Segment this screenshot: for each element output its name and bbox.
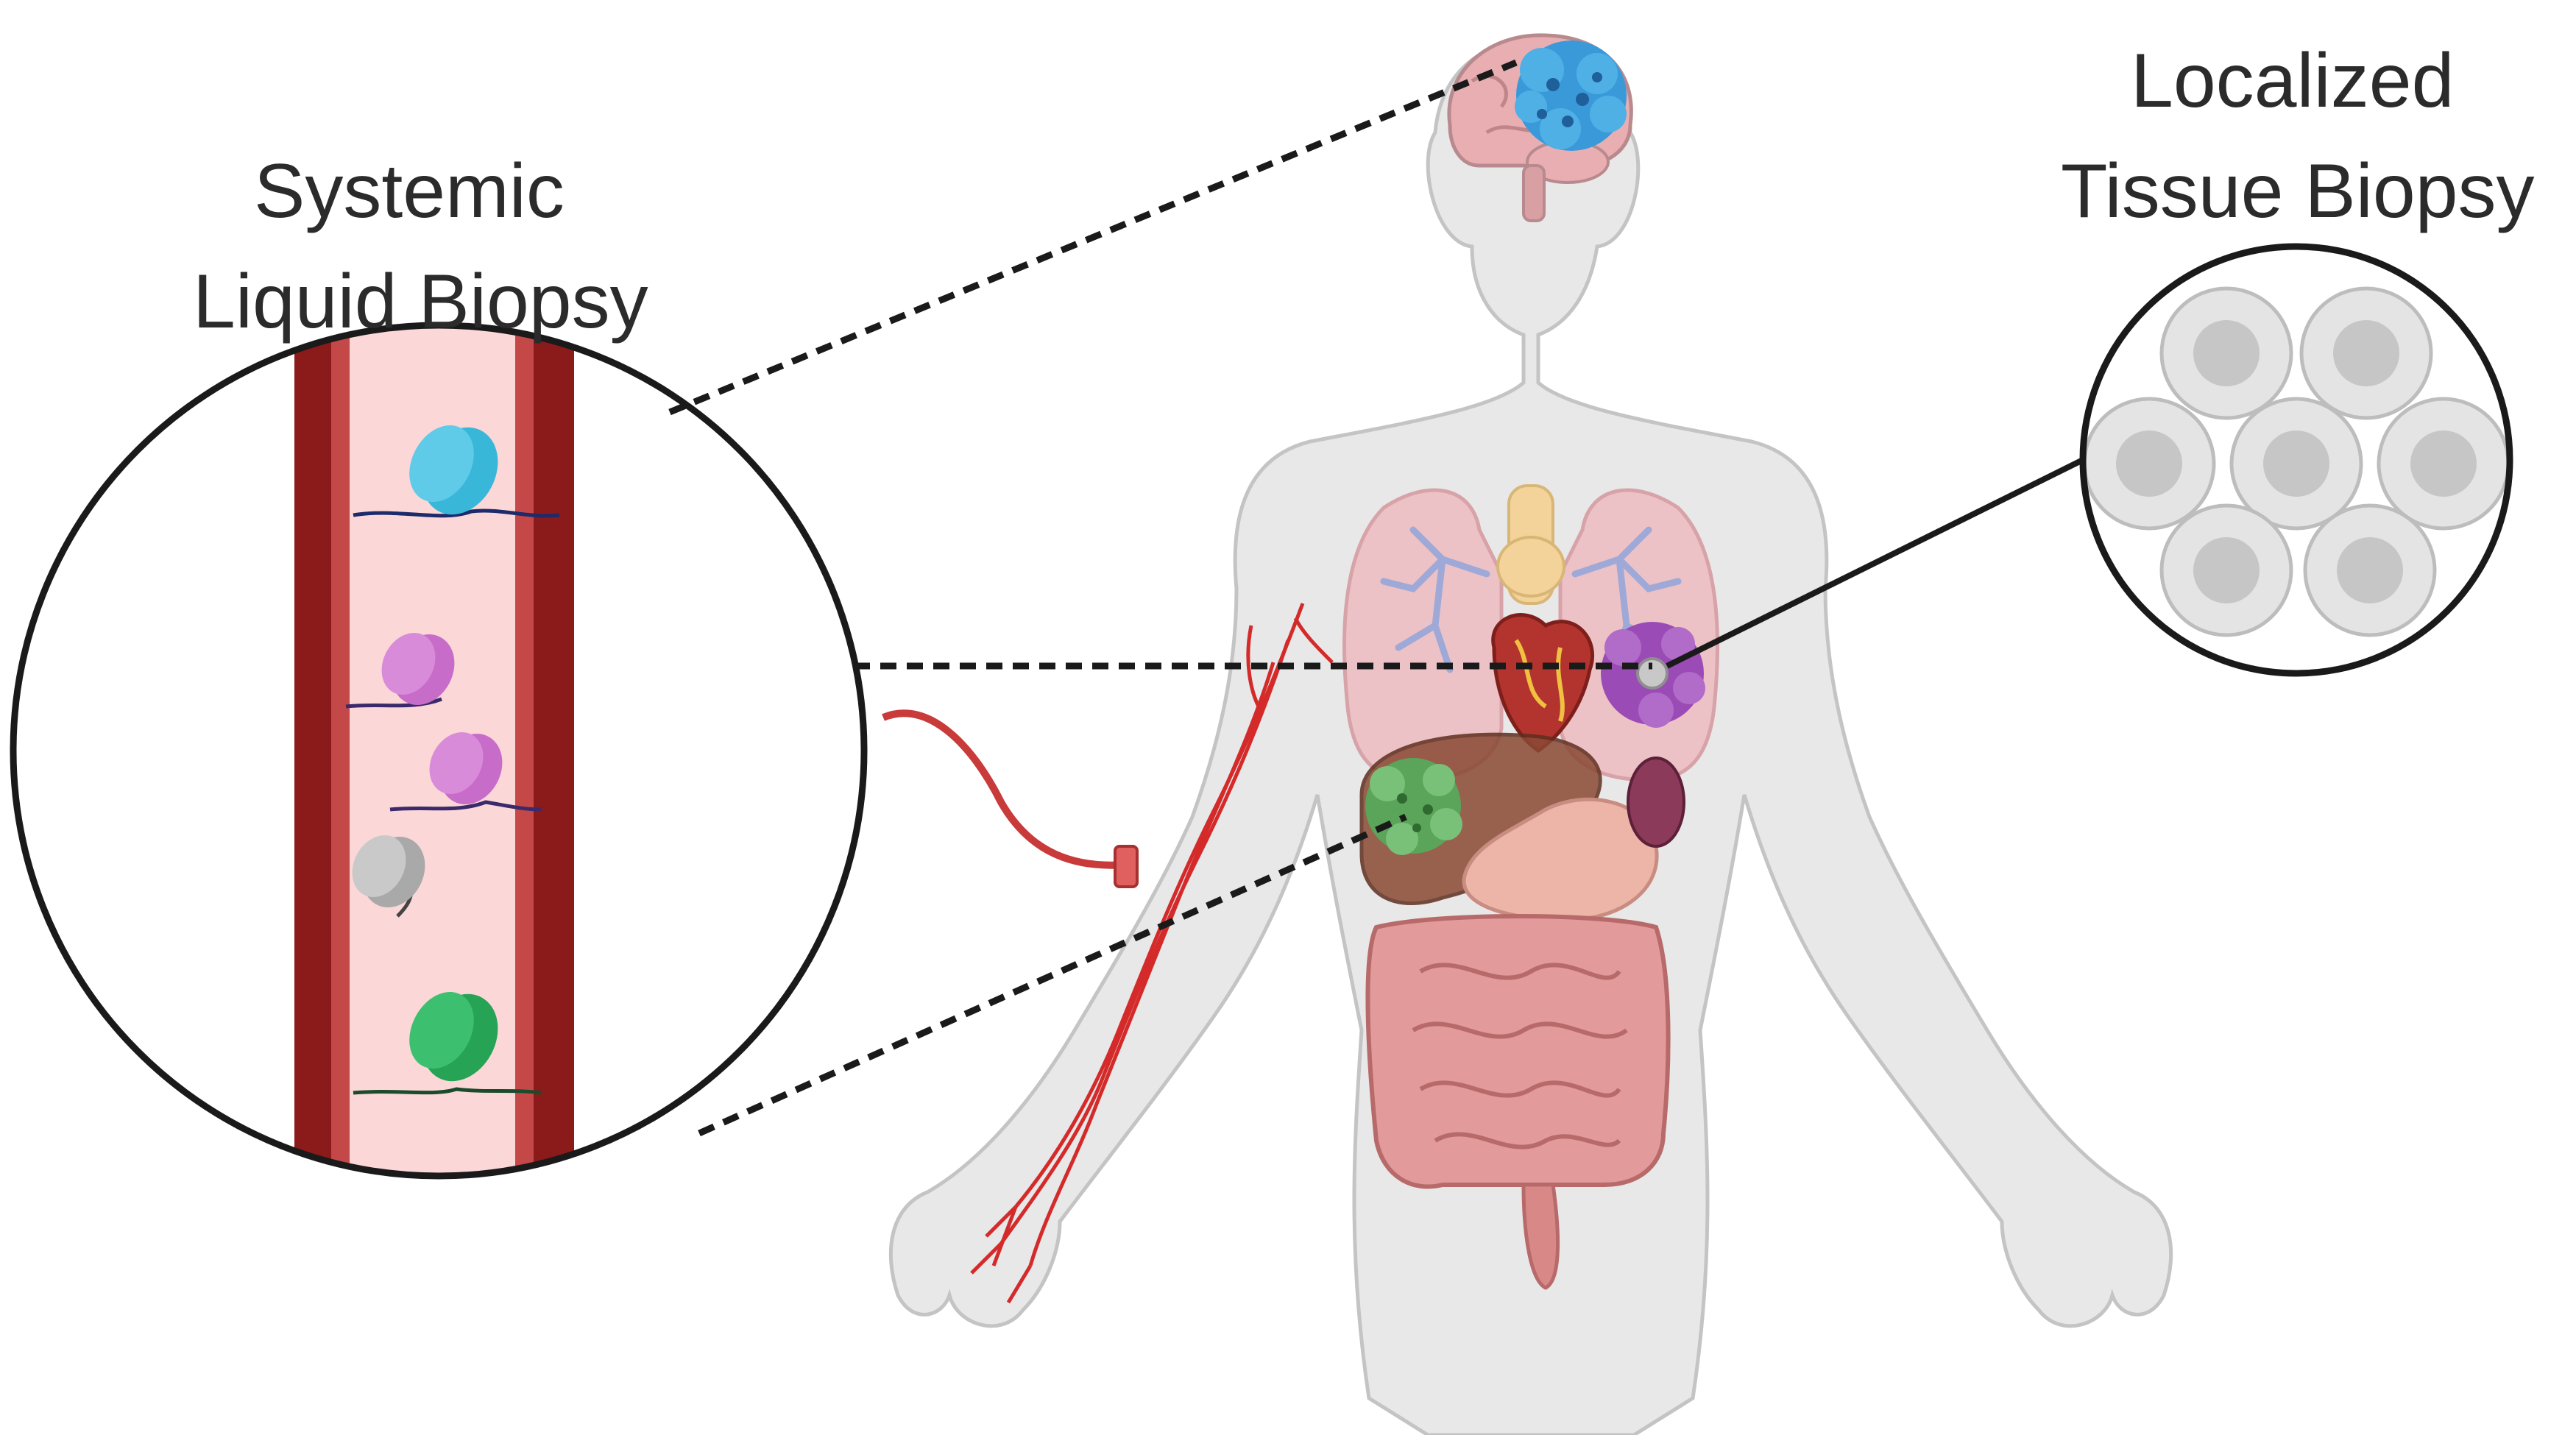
cell-icon: [2377, 397, 2510, 531]
liquid-biopsy-inset: [10, 322, 868, 1180]
brain-to-liquid-dash: [668, 59, 1518, 416]
nucleosome-icon: [353, 991, 542, 1095]
nucleosome-icon: [345, 632, 455, 709]
blood-draw-tube: [882, 709, 1139, 888]
cell-icon: [2083, 397, 2216, 531]
arm-blood-vessels: [970, 603, 1334, 1304]
systemic-label-line1: Systemic: [254, 149, 565, 234]
localized-label-line2: Tissue Biopsy: [2061, 149, 2535, 234]
trachea: [1496, 484, 1565, 605]
nucleosome-icon: [389, 731, 542, 812]
systemic-label-line2: Liquid Biopsy: [193, 259, 648, 344]
localized-label-line1: Localized: [2131, 38, 2455, 124]
tissue-biopsy-inset: [2079, 243, 2513, 677]
nucleosome-icon: [353, 425, 560, 518]
kidney: [1627, 757, 1685, 848]
connector-lines: [668, 59, 1652, 1137]
cell-icon: [2229, 397, 2363, 531]
nucleosome-icon: [352, 835, 425, 918]
liver-tumor: [1365, 758, 1462, 855]
cell-icon: [2159, 286, 2293, 420]
vessel-wall-right: [534, 325, 574, 1176]
cell-icon: [2159, 503, 2293, 637]
liver-to-liquid-dash: [698, 813, 1407, 1137]
cell-icon: [2299, 286, 2433, 420]
brain-tumor: [1515, 40, 1627, 151]
lung-tumor: [1601, 622, 1705, 728]
tissue-connector-line: [1666, 453, 2092, 669]
cell-icon: [2303, 503, 2437, 637]
vessel-wall-left: [294, 325, 331, 1176]
heart: [1491, 613, 1595, 754]
intestines: [1365, 914, 1671, 1290]
